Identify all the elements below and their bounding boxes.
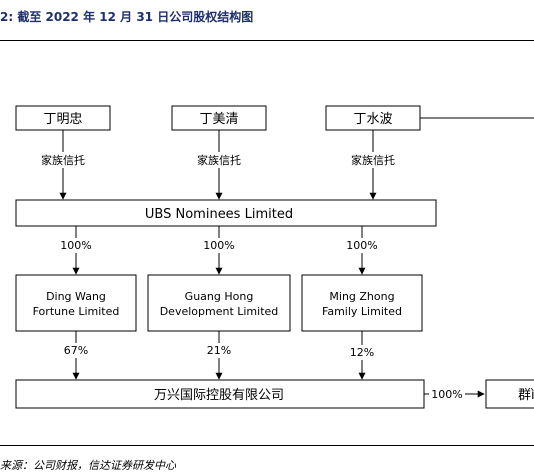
nominee-stake-bg-2 [199,238,239,253]
trust-label-bg-2 [193,152,245,168]
company-stake-bg-2 [202,343,236,358]
nominee-box: UBS Nominees Limited [15,199,437,227]
trust-label-bg-1 [37,152,89,168]
holding-3-line2: Family Limited [322,305,402,318]
founder-box-2: 丁美清 [171,105,267,131]
title-divider [0,40,534,41]
nominee-stake-bg-3 [342,238,382,253]
founder-box-1: 丁明忠 [15,105,111,131]
figure-title: 2: 截至 2022 年 12 月 31 日公司股权结构图 [0,10,254,24]
nominee-stake-bg-1 [56,238,96,253]
holding-2-line1: Guang Hong [185,290,254,303]
company-stake-1: 67% [64,344,88,357]
founder-box-3: 丁水波 [325,105,421,131]
holding-box-1: Ding Wang Fortune Limited [15,274,137,332]
founder-name-2: 丁美清 [199,112,238,127]
nominee-stake-2: 100% [203,239,234,252]
holding-1-line2: Fortune Limited [33,305,120,318]
holding-3-line1: Ming Zhong [329,290,394,303]
company-stake-2: 21% [207,344,231,357]
nominee-name: UBS Nominees Limited [145,207,293,222]
founder-name-1: 丁明忠 [43,112,82,127]
company-stake-bg-3 [345,345,379,360]
trust-label-1: 家族信托 [41,153,85,167]
holding-box-3: Ming Zhong Family Limited [301,274,423,332]
subsidiary-name: 群ì [518,388,534,403]
nominee-stake-3: 100% [346,239,377,252]
trust-label-bg-3 [347,152,399,168]
trust-label-2: 家族信托 [197,153,241,167]
founder-name-3: 丁水波 [353,112,392,127]
company-stake-bg-1 [59,343,93,358]
subsidiary-stake: 100% [431,388,462,401]
nominee-stake-1: 100% [60,239,91,252]
subsidiary-stake-bg [429,387,465,402]
holding-2-line2: Development Limited [160,305,279,318]
trust-label-3: 家族信托 [351,153,395,167]
footer-divider [0,445,534,446]
source-note: 来源：公司财报，信达证券研发中心 [0,459,176,472]
holding-box-2: Guang Hong Development Limited [147,274,291,332]
company-box: 万兴国际控股有限公司 [15,379,425,409]
holding-1-line1: Ding Wang [46,290,106,303]
company-stake-3: 12% [350,346,374,359]
company-name: 万兴国际控股有限公司 [154,388,284,403]
subsidiary-box: 群ì [485,379,534,409]
